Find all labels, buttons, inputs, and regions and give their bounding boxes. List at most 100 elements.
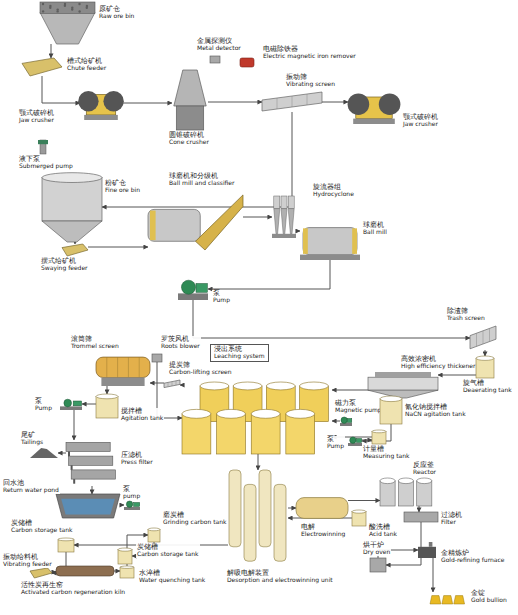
chinese-name: 活性炭再生窑 <box>21 582 125 589</box>
mill-end <box>150 211 156 241</box>
english-name: Deaerating tank <box>463 387 512 394</box>
equipment-icon <box>272 196 296 238</box>
pump-base <box>348 443 362 446</box>
equipment-label: 高效浓密机High efficiency thickener <box>400 356 476 370</box>
equipment-label: 尾矿Tailings <box>20 432 44 446</box>
equipment-icon <box>404 512 438 522</box>
tank-top <box>251 409 280 418</box>
pump-motor <box>347 419 352 423</box>
tank-body <box>476 358 494 378</box>
icon-group <box>62 244 88 256</box>
pipe-connector <box>332 421 340 422</box>
equipment-label: 浸出系统Leaching system <box>210 344 269 362</box>
equipment-node: 泵Pump <box>178 278 208 300</box>
ore-lump <box>42 3 44 5</box>
equipment-icon <box>210 56 220 63</box>
equipment-box <box>152 354 162 362</box>
equipment-node: 原矿仓Raw ore bin <box>40 2 95 44</box>
english-name: Carbon storage tank <box>137 551 199 558</box>
equipment-icon <box>380 396 402 424</box>
ore-lump <box>57 8 59 10</box>
icon-group <box>348 93 401 124</box>
equipment-label: 磨炭槽Grinding carbon tank <box>162 512 228 526</box>
tank-top <box>200 382 229 390</box>
tank-top <box>148 528 160 531</box>
screen-rib <box>176 381 177 385</box>
equipment-node: 酸洗槽Acid tank <box>352 510 366 526</box>
ore-lump <box>64 3 66 5</box>
english-name: pump <box>123 493 140 500</box>
pipe-connector <box>258 454 259 470</box>
equipment-label: 粉矿仓Fine ore bin <box>104 180 141 194</box>
pipe-connector <box>58 453 66 454</box>
cyclone-cone <box>274 209 280 234</box>
equipment-label: 球磨机和分级机Ball mill and classifier <box>168 173 235 187</box>
icon-group <box>120 566 134 578</box>
chinese-name: 计量槽 <box>363 446 409 453</box>
tank-top <box>380 478 395 484</box>
english-name: Filter <box>441 519 462 526</box>
equipment-label: 罗茨风机Roots blower <box>160 336 201 350</box>
screen-rib <box>168 382 169 386</box>
trommel-drum <box>96 357 150 377</box>
pump-motor <box>38 140 48 144</box>
pump-casing <box>64 399 72 407</box>
english-name: Grinding carbon tank <box>163 519 227 526</box>
english-name: Metal detector <box>197 45 241 52</box>
english-name: Ball mill <box>363 229 387 236</box>
equipment-icon <box>22 58 62 76</box>
english-name: Trash screen <box>447 315 485 322</box>
icon-group <box>352 510 366 526</box>
english-name: Jaw crusher <box>19 117 54 124</box>
drum-ring <box>128 357 129 377</box>
equipment-icon <box>348 436 362 446</box>
equipment-node: 金属探测仪Metal detector <box>210 56 220 63</box>
equipment-icon <box>30 448 58 458</box>
equipment-node: 磨炭槽Grinding carbon tank <box>148 528 160 542</box>
icon-group <box>124 501 140 510</box>
pipe-connector <box>92 486 93 494</box>
filter-frame <box>69 456 113 465</box>
pipe-connector <box>288 508 296 509</box>
screen-deck <box>470 326 496 349</box>
screen-rib <box>489 328 490 341</box>
chimney <box>429 542 433 547</box>
chinese-name: 炭储槽 <box>137 544 199 551</box>
chinese-name: 旋气槽 <box>463 380 512 387</box>
desorption-column <box>244 484 256 561</box>
bin-body <box>40 13 95 45</box>
screen-rib <box>172 382 173 386</box>
equipment-label: 活性炭再生窑Activated carbon regeneration kiln <box>20 582 126 596</box>
equipment-label: 反应釜Reactor <box>412 462 437 476</box>
equipment-label: 泵Pump <box>326 436 345 450</box>
chinese-name: 电磁除铁器 <box>263 46 356 53</box>
equipment-icon <box>96 394 118 418</box>
pipe-connector <box>332 390 368 391</box>
tank-top <box>182 409 211 418</box>
pump-casing <box>350 437 356 443</box>
silo-top <box>42 173 102 183</box>
english-name: Raw ore bin <box>99 13 134 20</box>
tank-top <box>266 382 295 390</box>
english-name: Return water pond <box>3 487 59 494</box>
cone-body <box>174 70 206 106</box>
equipment-label: 水淬槽Water quenching tank <box>138 570 206 584</box>
desorption-column <box>274 484 286 561</box>
equipment-label: 烘干炉Dry oven <box>362 542 391 556</box>
english-name: NaCN agitation tank <box>405 411 466 418</box>
icon-group <box>470 326 496 349</box>
pipe-connector <box>193 300 470 338</box>
equipment-node: 泵pump <box>124 500 140 510</box>
english-name: Submerged pump <box>19 163 73 170</box>
pump-motor <box>356 439 361 443</box>
chinese-name: 过滤机 <box>441 512 462 519</box>
cyclone-cone <box>281 209 287 234</box>
equipment-node: 炭储槽Carbon storage tank <box>118 548 132 564</box>
equipment-node: 滚筒筛Trommel screen <box>96 352 150 386</box>
chinese-name: 泵 <box>327 436 344 443</box>
english-name: Fine ore bin <box>105 187 140 194</box>
equipment-box <box>210 56 220 63</box>
equipment-icon <box>30 568 52 578</box>
tank-body <box>120 567 134 578</box>
chinese-name: 提炭筛 <box>169 362 232 369</box>
